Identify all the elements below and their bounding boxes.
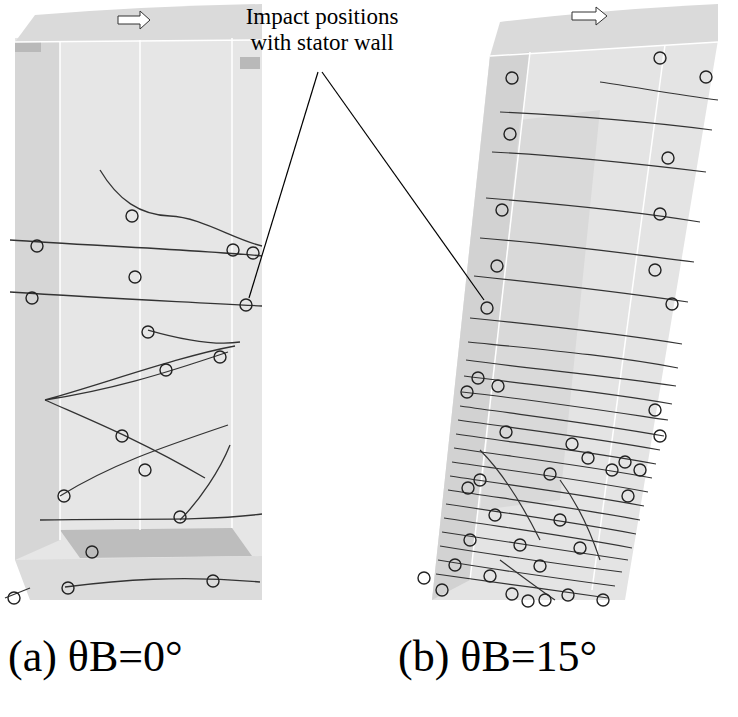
particle-trajectories-a (5, 170, 262, 598)
panel-caption: (b) θB=15° (398, 632, 728, 683)
panel-caption: (a) θB=0° (8, 632, 308, 683)
callout-label: Impact positions with stator wall (232, 4, 412, 57)
stator-passage-a (15, 4, 262, 600)
particle-trajectories-b (436, 82, 718, 600)
impact-circles-a (8, 210, 259, 604)
leader-line (249, 72, 484, 300)
impact-circles-b (418, 52, 712, 607)
stator-passage-b (432, 4, 718, 600)
